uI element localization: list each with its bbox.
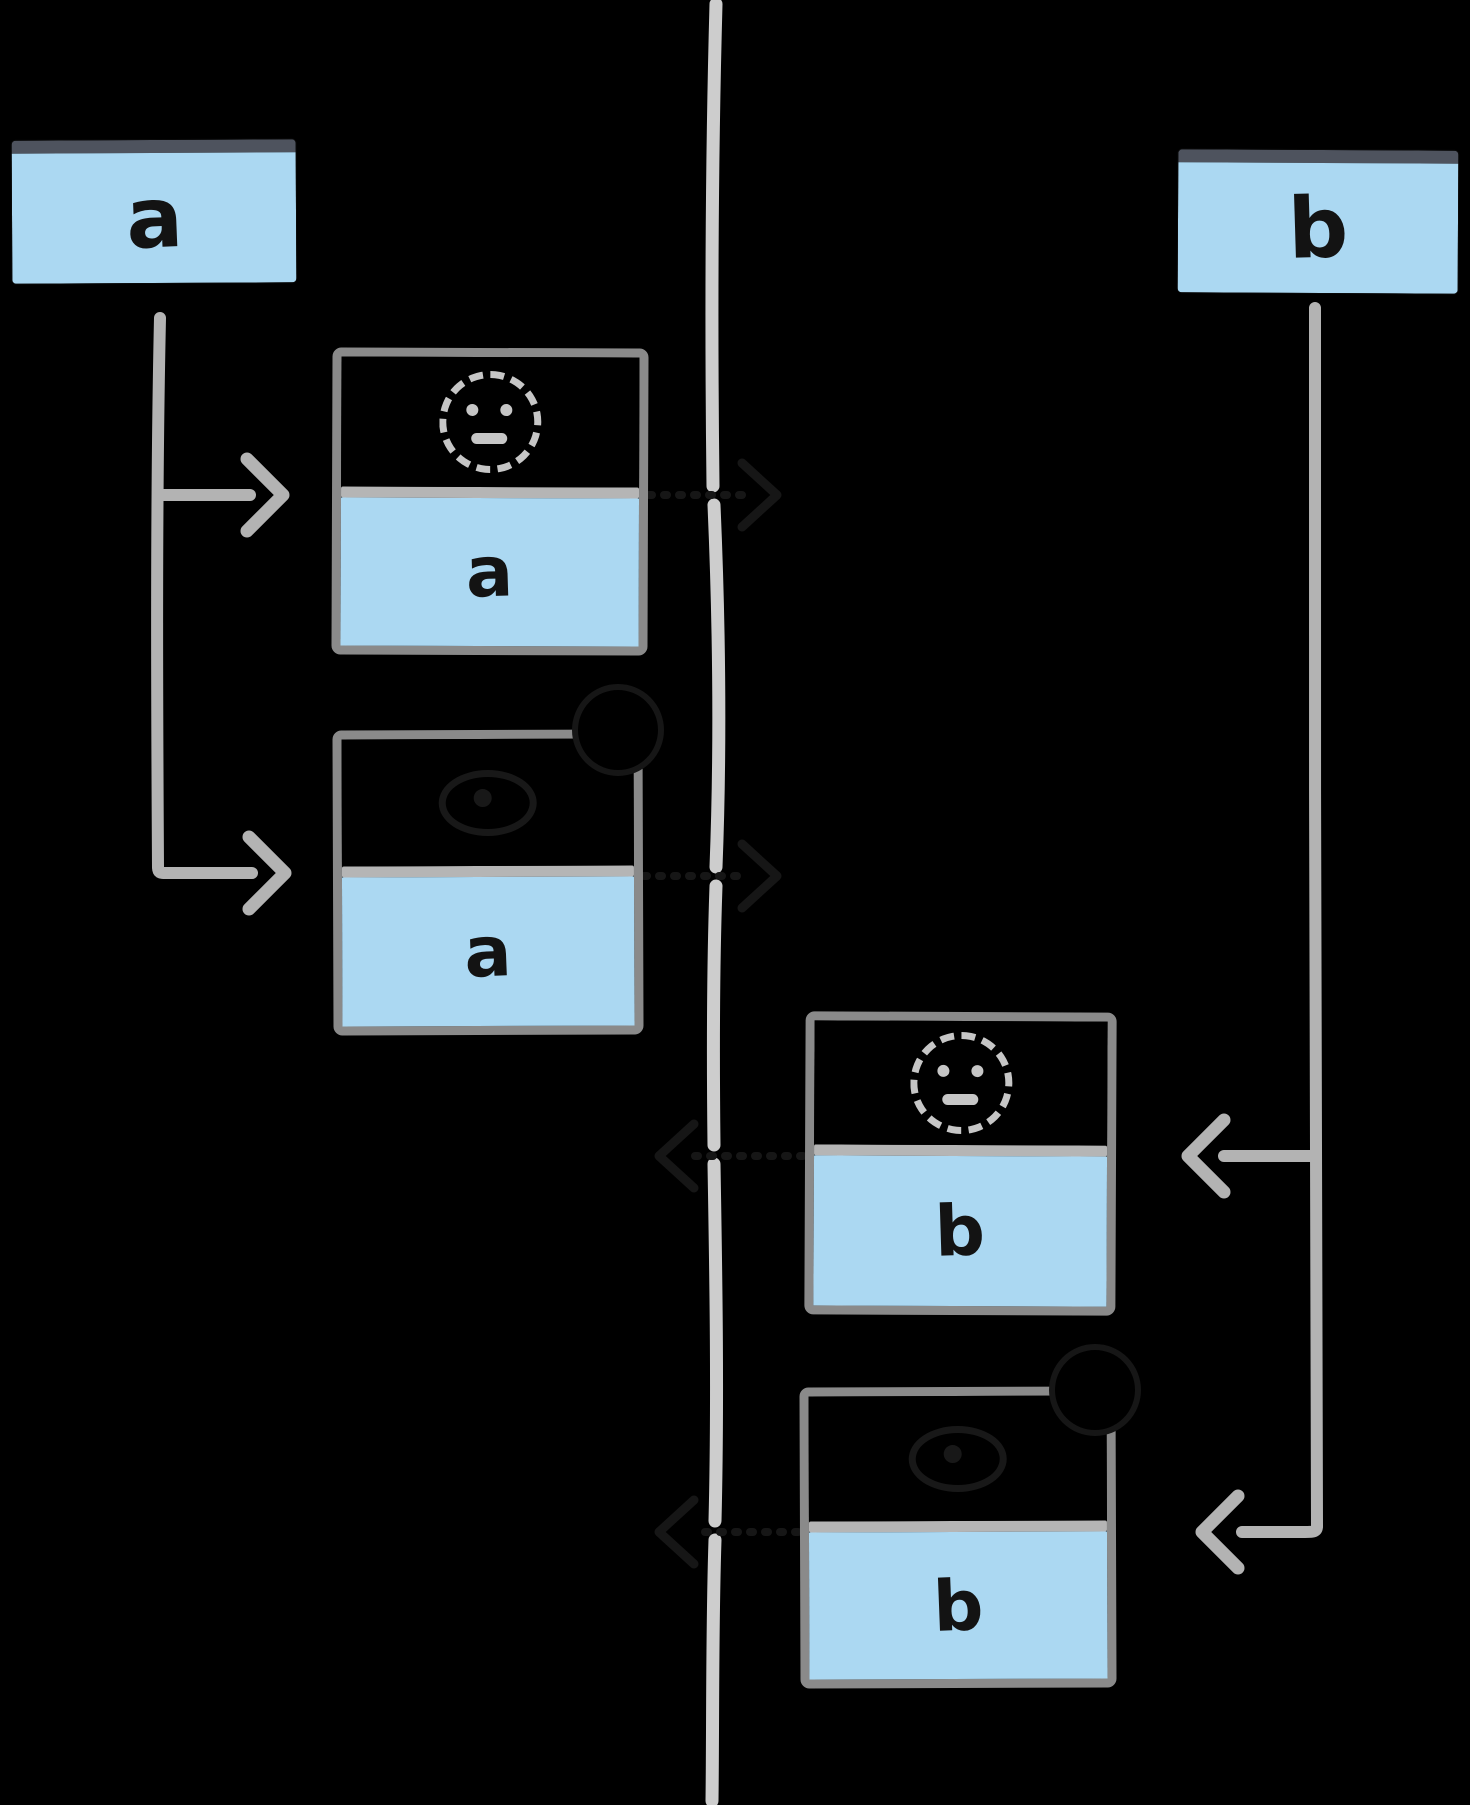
source-b-body: b	[1177, 162, 1459, 294]
arrowhead-right-icon	[240, 452, 290, 538]
card-a-pending-top	[341, 356, 640, 488]
source-a-branch-2	[152, 861, 258, 879]
face-mouth-icon	[941, 1093, 978, 1106]
source-b-caption	[1180, 2, 1460, 142]
card-a-resolved: a	[332, 729, 644, 1036]
face-eye-icon	[500, 404, 513, 417]
corner-badge-icon	[572, 684, 664, 776]
card-b-pending-label: b	[933, 1189, 987, 1273]
arrowhead-right-dark-icon	[737, 839, 782, 913]
card-b-resolved-value: b	[808, 1531, 1108, 1680]
card-b-resolved: b	[799, 1386, 1117, 1689]
card-a-pending: a	[331, 347, 649, 656]
event-stream-line-segment	[706, 879, 723, 1152]
card-a-pending-label: a	[464, 530, 515, 614]
source-a-caption	[8, 2, 300, 134]
source-a-connector-trunk	[151, 312, 166, 873]
card-b-resolved-label: b	[931, 1563, 985, 1648]
face-eye-icon	[936, 1064, 949, 1077]
dashed-circle-face-icon	[909, 1031, 1013, 1135]
arrowhead-left-icon	[1181, 1113, 1231, 1199]
source-a-box: a	[11, 139, 297, 284]
card-a-resolved-value: a	[341, 876, 635, 1027]
eye-icon	[438, 769, 537, 836]
arrowhead-left-icon	[1195, 1489, 1245, 1575]
arrowhead-left-dark-icon	[654, 1119, 699, 1193]
source-b-connector-trunk	[1308, 302, 1324, 1532]
card-b-pending-value: b	[813, 1155, 1108, 1307]
event-stream-line-segment	[705, 1533, 722, 1805]
event-stream-line-segment	[707, 1157, 724, 1528]
source-b-box: b	[1177, 149, 1459, 294]
eye-pupil-icon	[943, 1444, 962, 1463]
face-mouth-icon	[471, 432, 508, 445]
source-b-label: b	[1286, 178, 1350, 278]
dashed-circle-face-icon	[439, 370, 542, 474]
source-b-branch-2	[1236, 1520, 1323, 1538]
event-stream-line-segment	[707, 498, 726, 874]
source-a-body: a	[11, 152, 297, 284]
event-stream-line-segment	[705, 0, 723, 493]
arrowhead-left-dark-icon	[654, 1495, 699, 1569]
eye-pupil-icon	[473, 788, 492, 807]
face-eye-icon	[970, 1065, 983, 1078]
card-b-pending: b	[804, 1011, 1117, 1316]
face-eye-icon	[466, 403, 479, 416]
card-a-resolved-label: a	[463, 909, 514, 994]
arrowhead-right-dark-icon	[737, 458, 782, 532]
card-b-pending-top	[814, 1020, 1108, 1146]
source-a-label: a	[123, 167, 185, 269]
card-a-pending-value: a	[340, 497, 640, 647]
corner-badge-icon	[1049, 1344, 1141, 1436]
arrowhead-right-icon	[242, 830, 292, 916]
eye-icon	[908, 1425, 1007, 1492]
